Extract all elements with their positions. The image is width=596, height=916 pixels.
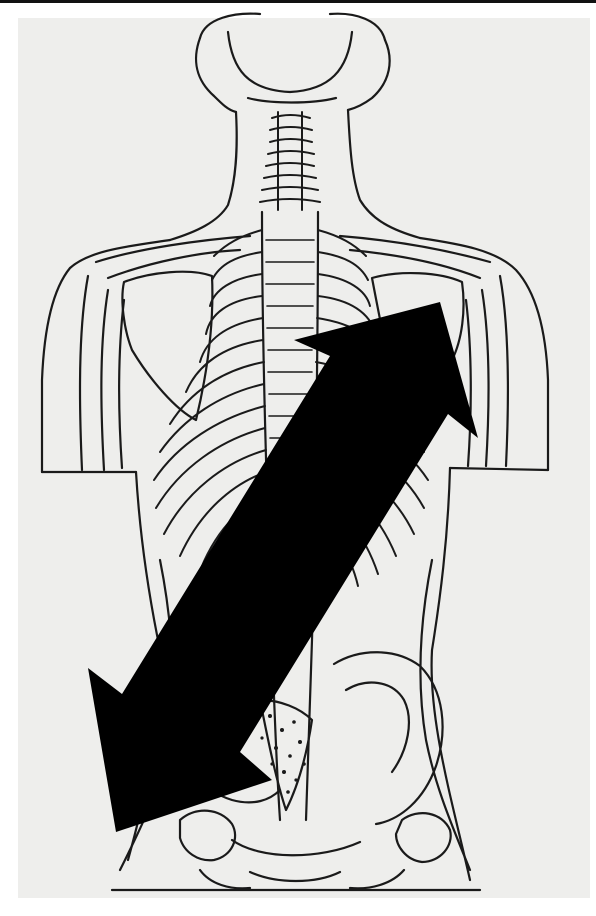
figure-frame — [0, 0, 596, 916]
anatomy-illustration — [0, 0, 596, 916]
